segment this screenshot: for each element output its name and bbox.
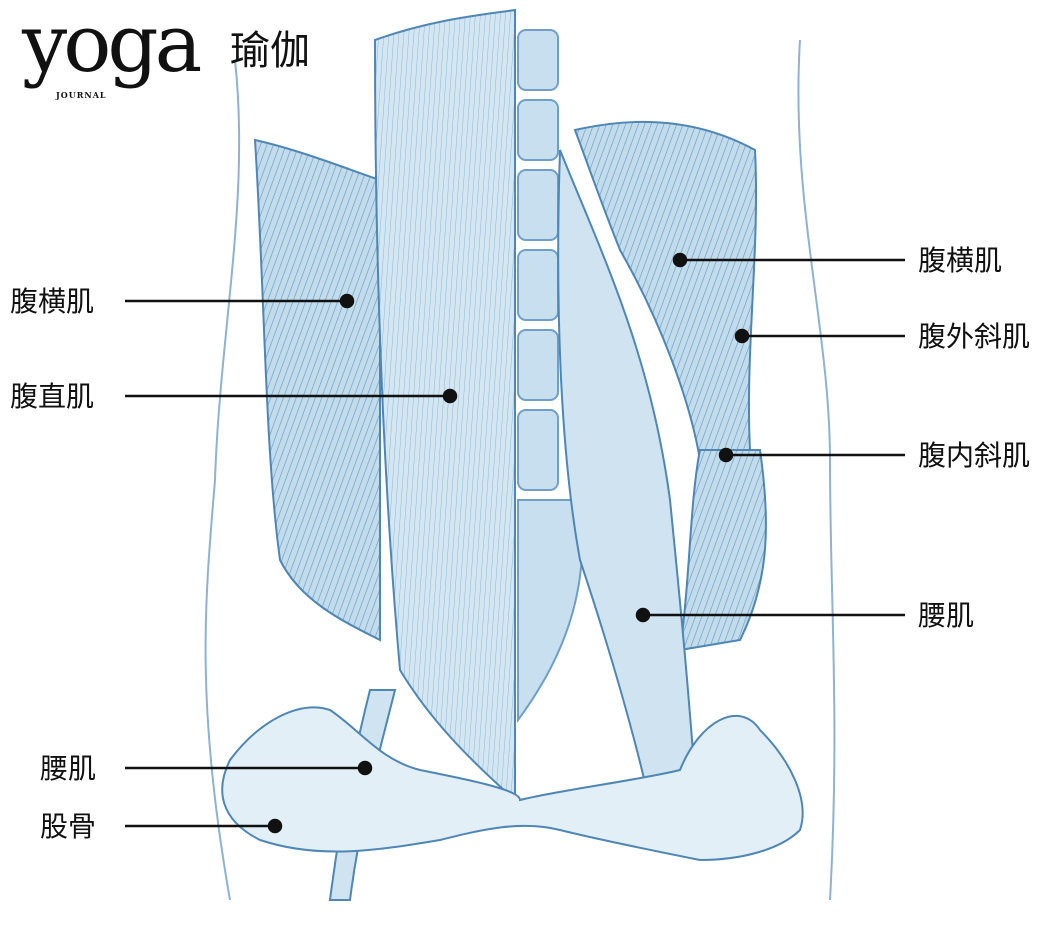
label-rectus-abdominis: 腹直肌 — [10, 380, 95, 413]
rectus-abdominis-muscle — [373, 8, 516, 803]
spine — [517, 29, 584, 724]
label-external-oblique: 腹外斜肌 — [918, 320, 1031, 353]
label-internal-oblique: 腹内斜肌 — [918, 439, 1031, 472]
yoga-journal-logo: yoga JOURNAL 瑜伽 — [22, 4, 352, 104]
right-transversus-muscle — [573, 120, 758, 462]
torso-outline — [204, 39, 836, 901]
logo-subtitle: JOURNAL — [56, 90, 107, 100]
label-left-psoas: 腰肌 — [40, 752, 97, 785]
label-left-transversus: 腹横肌 — [10, 285, 95, 318]
logo-chinese: 瑜伽 — [230, 28, 310, 74]
label-right-psoas: 腰肌 — [918, 599, 975, 632]
left-transversus-muscle — [253, 138, 381, 642]
logo-wordmark: yoga — [22, 0, 202, 90]
leader-lines — [125, 252, 905, 834]
label-femur: 股骨 — [40, 810, 97, 843]
label-right-transversus: 腹横肌 — [918, 244, 1003, 277]
right-oblique-muscles — [678, 449, 767, 652]
pelvis — [221, 706, 804, 862]
